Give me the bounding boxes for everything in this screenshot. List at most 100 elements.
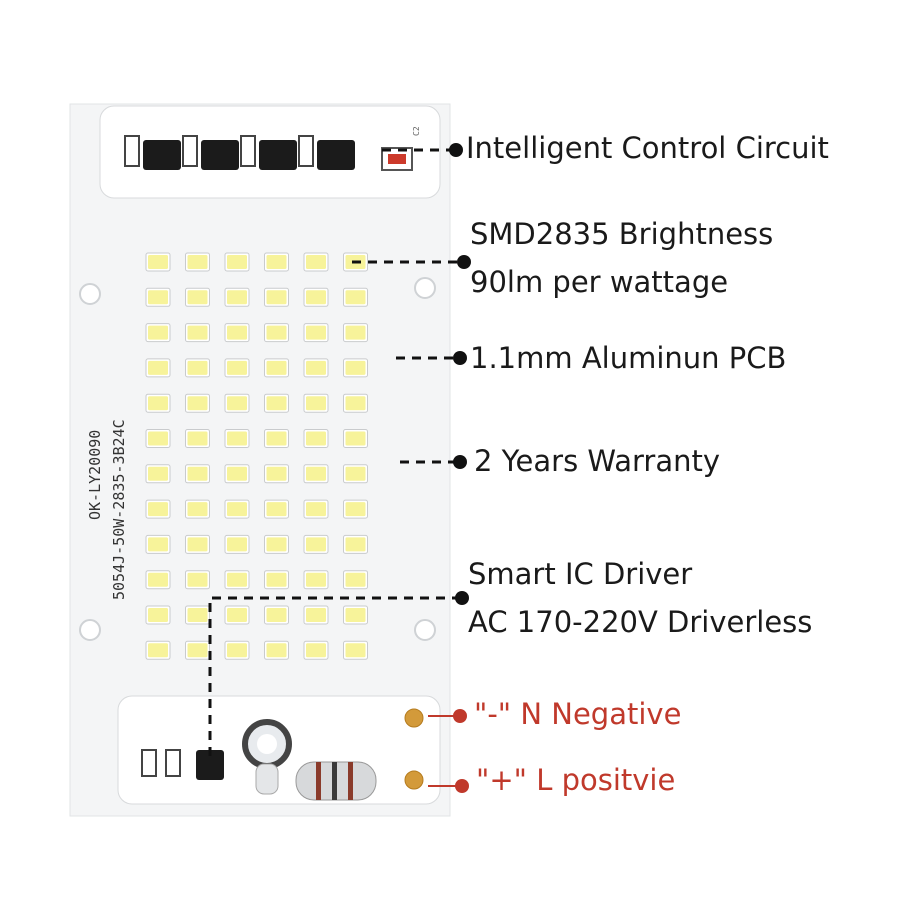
driver-components [141, 719, 377, 801]
led-chip [266, 290, 287, 305]
callout-dot-icon [455, 591, 469, 605]
led-chip [306, 360, 326, 375]
led-chip [306, 643, 326, 658]
led-chip [306, 290, 326, 305]
led-chip [306, 431, 326, 446]
mounting-hole-icon [79, 619, 101, 641]
led-chip [187, 290, 208, 305]
led-chip [345, 360, 366, 375]
led-chip [266, 396, 287, 411]
led-chip [345, 325, 366, 340]
led-chip [266, 608, 287, 622]
led-chip [266, 643, 287, 658]
callout-pcb: 1.1mm Aluminun PCB [470, 341, 787, 375]
callout-dot-icon [453, 455, 467, 469]
negative-terminal-pad [404, 708, 424, 728]
mounting-hole-icon [414, 277, 436, 299]
led-chip [266, 255, 287, 269]
led-chip [148, 502, 168, 517]
led-chip [187, 537, 208, 552]
led-chip [306, 466, 326, 481]
led-chip [148, 643, 168, 658]
led-chip [148, 572, 168, 587]
callout-driver-line2: AC 170-220V Driverless [468, 605, 813, 639]
silkscreen-line2: 5054J-50W-2835-3B24C [110, 419, 128, 600]
led-chip [266, 325, 287, 340]
led-chip [227, 466, 247, 481]
led-chip [306, 502, 326, 517]
led-chip [306, 325, 326, 340]
positive-terminal-pad [404, 770, 424, 790]
capacitor-label: C2 [412, 126, 421, 136]
callout-dot-icon [453, 351, 467, 365]
led-chip [306, 396, 326, 411]
led-chip [187, 325, 208, 340]
led-chip [227, 396, 247, 411]
callout-positive: "+" L positvie [476, 763, 676, 797]
led-chip [148, 466, 168, 481]
silkscreen-line1: OK-LY20090 [86, 430, 104, 520]
led-chip [187, 396, 208, 411]
led-chip [227, 325, 247, 340]
led-chip [187, 466, 208, 481]
led-chip [148, 325, 168, 340]
led-chip [227, 255, 247, 269]
led-chip [345, 431, 366, 446]
led-chip [227, 431, 247, 446]
led-chip [266, 466, 287, 481]
led-chip [345, 608, 366, 622]
led-chip [148, 255, 168, 269]
led-chip [227, 502, 247, 517]
led-chip [187, 502, 208, 517]
led-chip [227, 643, 247, 658]
led-chip [187, 431, 208, 446]
callout-smd-line2: 90lm per wattage [470, 265, 729, 299]
led-chip [345, 502, 366, 517]
callout-dot-icon [449, 143, 463, 157]
led-chip [227, 537, 247, 552]
control-ic-chips [124, 135, 413, 171]
led-chip [148, 431, 168, 446]
callout-smd-line1: SMD2835 Brightness [470, 217, 774, 251]
led-chip [266, 360, 287, 375]
led-chip [187, 643, 208, 658]
callout-dot-icon [457, 255, 471, 269]
terminal-dot-icon [453, 709, 467, 723]
led-chip [227, 572, 247, 587]
led-chip [266, 502, 287, 517]
led-chip [345, 290, 366, 305]
led-chip [266, 572, 287, 587]
callout-lines [208, 148, 460, 756]
led-chip [227, 290, 247, 305]
led-chip [187, 572, 208, 587]
led-chip [187, 360, 208, 375]
mounting-hole-icon [414, 619, 436, 641]
led-chip [345, 537, 366, 552]
mounting-hole-icon [79, 283, 101, 305]
led-chip [187, 608, 208, 622]
led-chip [148, 537, 168, 552]
led-chip [345, 572, 366, 587]
terminal-dot-icon [455, 779, 469, 793]
led-chip [345, 396, 366, 411]
led-grid [145, 252, 368, 660]
led-chip [306, 255, 326, 269]
led-chip [306, 537, 326, 552]
callout-negative: "-" N Negative [474, 697, 682, 731]
callout-driver-line1: Smart IC Driver [468, 557, 693, 591]
led-chip [227, 360, 247, 375]
led-chip [345, 643, 366, 658]
callout-intelligent-control: Intelligent Control Circuit [466, 131, 829, 165]
led-chip [266, 537, 287, 552]
led-chip [148, 608, 168, 622]
led-chip [306, 572, 326, 587]
callout-warranty: 2 Years Warranty [474, 444, 721, 478]
led-chip [227, 608, 247, 622]
led-chip [187, 255, 208, 269]
led-chip [148, 396, 168, 411]
led-chip [266, 431, 287, 446]
led-chip [306, 608, 326, 622]
led-chip [148, 360, 168, 375]
